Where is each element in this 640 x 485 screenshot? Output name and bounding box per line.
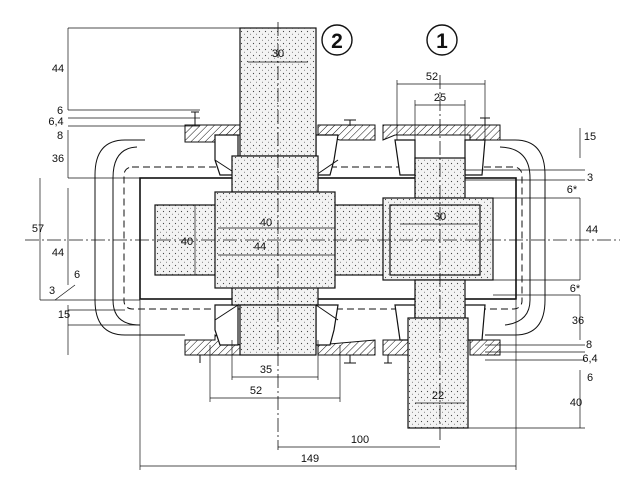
dim-text-gear1-30: 30 [434, 211, 446, 223]
dim-text-right-3: 3 [587, 172, 593, 184]
bolt-bot-right [384, 355, 392, 364]
dim-text-right-8: 8 [586, 339, 592, 351]
top-flange-right [382, 124, 501, 141]
dim-text-bottom-52: 52 [250, 385, 262, 397]
dim-text-bottom-35: 35 [260, 364, 272, 376]
inner-frame [139, 177, 517, 300]
bearing1-top-left [394, 139, 416, 176]
dim-leader [54, 284, 76, 301]
dim-text-right-6c: 6 [587, 372, 593, 384]
bolt-top-left [191, 111, 199, 126]
shaft-1-end [407, 317, 469, 429]
dim-text-left-57: 57 [32, 223, 44, 235]
dim-text-gear2-40h: 40 [181, 236, 193, 248]
dim-text-left-3: 3 [49, 285, 55, 297]
housing-inner-outline [112, 146, 141, 326]
bottom-flange-far-right [469, 339, 501, 356]
dim-text-left-15: 15 [58, 309, 70, 321]
dim-text-top-44: 44 [52, 63, 64, 75]
dim-text-shaft1-25: 25 [434, 92, 446, 104]
shaft-1-circle [426, 24, 458, 56]
dim-text-left-44: 44 [52, 247, 64, 259]
shaft-2-mid-top [231, 155, 319, 193]
dim-text-gear2-44: 44 [254, 241, 266, 253]
dim-text-bottom-100: 100 [351, 434, 369, 446]
shaft-2-label: 2 [331, 30, 343, 53]
bearing-bot-left [214, 304, 239, 346]
dim-text-left-6: 6 [74, 269, 80, 281]
bolt-top-mid [344, 119, 356, 126]
bearing-cross [315, 159, 339, 176]
shaft-2-circle [321, 24, 353, 56]
dim-text-shaft1-52: 52 [426, 71, 438, 83]
shaft-1-label: 1 [436, 30, 448, 53]
dim-text-top-36: 36 [52, 153, 64, 165]
dim-text-top-8: 8 [57, 130, 63, 142]
bolt-bot-mid [344, 355, 356, 364]
bearing-cross [315, 304, 339, 321]
dim-text-right-40: 40 [570, 397, 582, 409]
dim-text-right-6a: 6* [567, 184, 578, 196]
dim-text-right-36: 36 [572, 315, 584, 327]
bearing-top-right [315, 134, 339, 176]
housing-outline [94, 139, 546, 336]
dim-text-shaft2-30: 30 [272, 48, 284, 60]
bearing-bot-right [315, 304, 339, 346]
dim-text-right-64: 6,4 [582, 353, 597, 365]
bottom-flange-right [382, 339, 411, 356]
dim-text-bottom-149: 149 [301, 453, 319, 465]
dim-text-right-44: 44 [586, 224, 598, 236]
dim-text-gear2-40w: 40 [260, 217, 272, 229]
dim-text-shaft1-22: 22 [432, 390, 444, 402]
dim-text-right-15: 15 [584, 131, 596, 143]
dim-text-top-6: 6 [57, 105, 63, 117]
housing-inner-outline-right [499, 146, 531, 326]
dim-text-right-6b: 6* [570, 283, 581, 295]
dim-text-top-64: 6,4 [48, 116, 63, 128]
bearing-cross [214, 304, 239, 321]
